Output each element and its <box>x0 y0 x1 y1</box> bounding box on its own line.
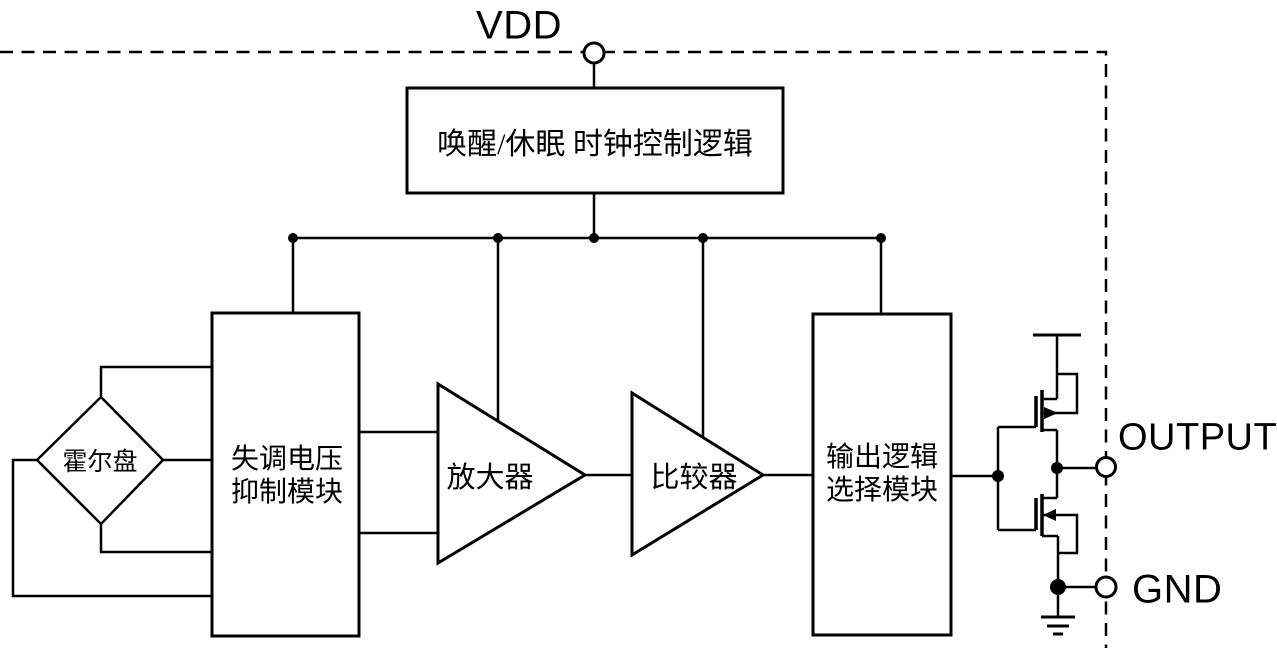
offset-suppression-line2: 抑制模块 <box>230 477 344 508</box>
clock-control-label: 唤醒/休眠 时钟控制逻辑 <box>437 128 753 161</box>
output-terminal-circle <box>1095 456 1117 478</box>
offset-suppression-box <box>210 311 361 638</box>
chip-boundary-dashed-line <box>0 50 1108 648</box>
hall-plate-diamond <box>35 395 165 526</box>
pmos-bulk-wrap <box>1043 372 1079 415</box>
wire-hall-left-loop <box>11 458 212 598</box>
ground-symbol-icon <box>1041 615 1075 636</box>
comparator-label: 比较器 <box>650 462 738 494</box>
wire-hall-bottom <box>99 524 212 554</box>
output-logic-box <box>811 312 953 637</box>
amplifier-label: 放大器 <box>446 462 534 494</box>
gnd-label: GND <box>1132 567 1223 612</box>
pmos-transistor <box>1033 333 1081 468</box>
junction-dot <box>1051 462 1063 474</box>
amplifier-triangle <box>436 381 588 566</box>
output-logic-line1: 输出逻辑 <box>825 442 939 473</box>
comparator-triangle <box>630 390 766 558</box>
output-logic-label: 输出逻辑 选择模块 <box>826 441 938 507</box>
junction-dots <box>288 233 1066 595</box>
offset-suppression-line1: 失调电压 <box>230 444 344 475</box>
nmos-bulk-wrap <box>1043 513 1079 555</box>
output-label: OUTPUT <box>1118 416 1277 459</box>
nmos-bulk-arrow-icon <box>1043 509 1056 521</box>
gnd-terminal-circle <box>1094 575 1118 599</box>
junction-dot <box>589 233 599 243</box>
clock-control-box <box>405 86 785 195</box>
vdd-label: VDD <box>476 3 562 48</box>
nmos-transistor <box>1034 468 1079 587</box>
wire-hall-top <box>99 365 212 397</box>
junction-dot <box>288 233 298 243</box>
output-logic-line2: 选择模块 <box>825 475 939 506</box>
hall-plate-label: 霍尔盘 <box>62 449 138 476</box>
junction-dot <box>698 233 708 243</box>
junction-dot <box>493 233 503 243</box>
junction-dot <box>1050 579 1066 595</box>
junction-dot <box>992 470 1004 482</box>
junction-dot <box>876 233 886 243</box>
offset-suppression-label: 失调电压 抑制模块 <box>231 443 343 509</box>
pmos-bulk-arrow-icon <box>1044 407 1058 419</box>
vdd-terminal-circle <box>582 41 606 65</box>
